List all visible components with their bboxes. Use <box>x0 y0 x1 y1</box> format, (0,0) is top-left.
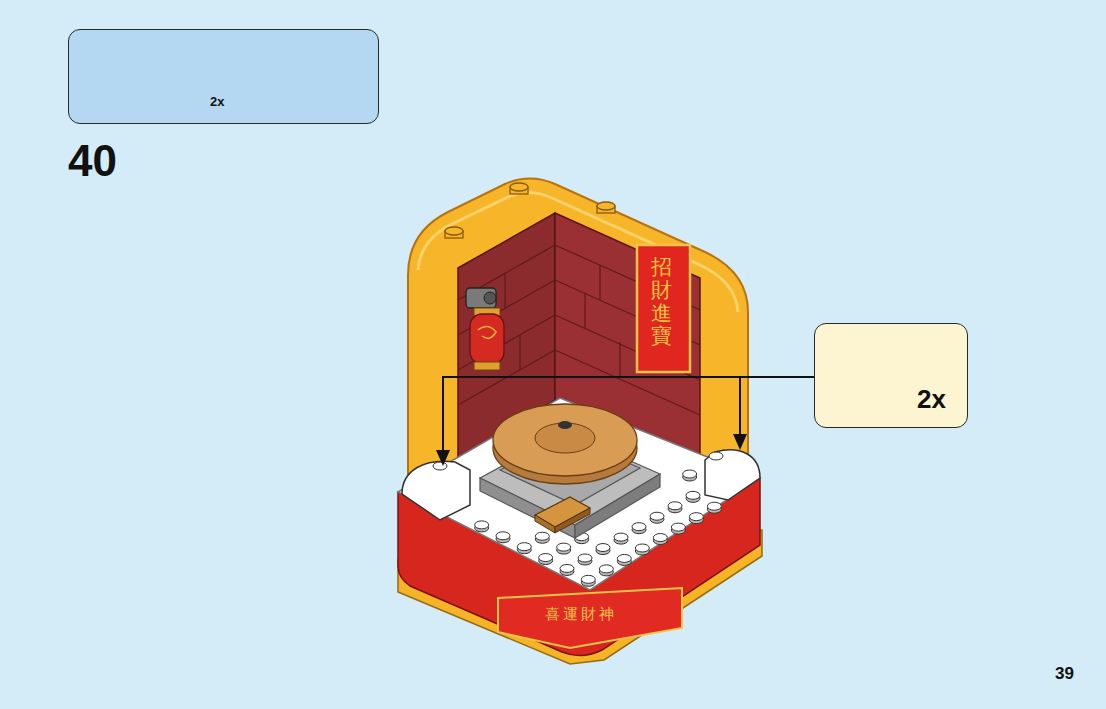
page-number: 39 <box>1055 664 1074 684</box>
stud <box>686 491 700 499</box>
stud <box>617 554 631 562</box>
stud <box>535 532 549 540</box>
stud <box>632 523 646 531</box>
stud <box>578 554 592 562</box>
stud <box>653 534 667 542</box>
stud <box>614 533 628 541</box>
stud <box>475 521 489 529</box>
base-banner-text: 喜運財神 <box>545 605 617 624</box>
stud <box>707 502 721 510</box>
stud <box>517 543 531 551</box>
step-number: 40 <box>68 136 117 186</box>
stud <box>671 523 685 531</box>
callout-box: 2x <box>814 323 968 428</box>
stud <box>581 575 595 583</box>
stud <box>635 544 649 552</box>
stud <box>683 470 697 478</box>
quantity-label: 2x <box>210 94 224 109</box>
stud <box>650 512 664 520</box>
quantity-label: 2x <box>917 384 946 415</box>
stud <box>668 502 682 510</box>
stud <box>599 565 613 573</box>
banner-text: 招財進寶 <box>651 256 672 348</box>
stud <box>539 554 553 562</box>
stud <box>689 513 703 521</box>
stud <box>560 564 574 572</box>
stud <box>496 532 510 540</box>
parts-box: 2x <box>68 29 379 124</box>
stud <box>557 543 571 551</box>
stud <box>596 544 610 552</box>
